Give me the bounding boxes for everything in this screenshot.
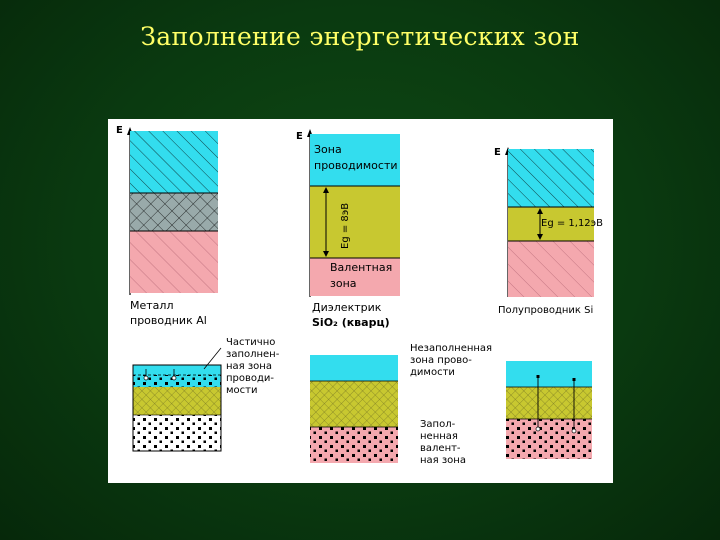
semiconductor-fill-conduction xyxy=(506,361,592,387)
metal-bands xyxy=(127,127,218,295)
metal-note-line5: мости xyxy=(226,385,258,396)
metal-axis-label: E xyxy=(116,125,123,136)
dielectric-conduction-label-line1: Зона xyxy=(314,143,342,156)
metal-caption-line2: проводник Al xyxy=(130,314,207,327)
semiconductor-gap-label: Eg = 1,12эВ xyxy=(541,218,604,229)
metal-note-line3: ная зона xyxy=(226,361,272,372)
dielectric-conduction-band xyxy=(310,134,400,186)
band-diagram-panel: E E E Металл проводник Al Зона проводимо… xyxy=(108,119,613,483)
dielectric-band-gap xyxy=(310,186,400,258)
semiconductor-caption: Полупроводник Si xyxy=(498,305,594,316)
dielectric-note-bottom-line4: ная зона xyxy=(420,455,466,466)
metal-caption-line1: Металл xyxy=(130,299,174,312)
dielectric-note-top-line3: димости xyxy=(410,367,455,378)
metal-note-line1: Частично xyxy=(226,337,276,348)
band-diagram-graphics xyxy=(127,127,594,463)
dielectric-valence-label-line1: Валентная xyxy=(330,261,393,274)
dielectric-caption-line1: Диэлектрик xyxy=(312,301,382,314)
dielectric-note-bottom-line2: ненная xyxy=(420,431,458,442)
dielectric-caption-line2: SiO₂ (кварц) xyxy=(312,316,390,329)
metal-note-line4: проводи- xyxy=(226,373,275,384)
semiconductor-bands xyxy=(505,147,594,297)
dielectric-note-top-line2: зона прово- xyxy=(410,355,472,366)
metal-filling xyxy=(132,347,222,452)
slide-title: Заполнение энергетических зон xyxy=(140,22,580,51)
metal-note-line2: заполнен- xyxy=(226,349,280,360)
dielectric-conduction-label-line2: проводимости xyxy=(314,159,398,172)
dielectric-gap-label: Eg = 8эВ xyxy=(340,202,351,249)
dielectric-valence-band xyxy=(310,258,400,296)
dielectric-valence-label-line2: зона xyxy=(330,277,357,290)
dielectric-filling xyxy=(310,355,398,463)
dielectric-note-bottom-line3: валент- xyxy=(420,443,461,454)
dielectric-note-top-line1: Незаполненная xyxy=(410,343,493,354)
dielectric-axis-label: E xyxy=(296,131,303,142)
dielectric-bands xyxy=(307,129,400,297)
dielectric-fill-conduction xyxy=(310,355,398,381)
dielectric-note-bottom-line1: Запол- xyxy=(420,419,456,430)
semiconductor-axis-label: E xyxy=(494,147,501,158)
semiconductor-band-gap xyxy=(508,207,594,241)
semiconductor-filling xyxy=(506,361,592,459)
metal-note-pointer xyxy=(203,347,222,370)
